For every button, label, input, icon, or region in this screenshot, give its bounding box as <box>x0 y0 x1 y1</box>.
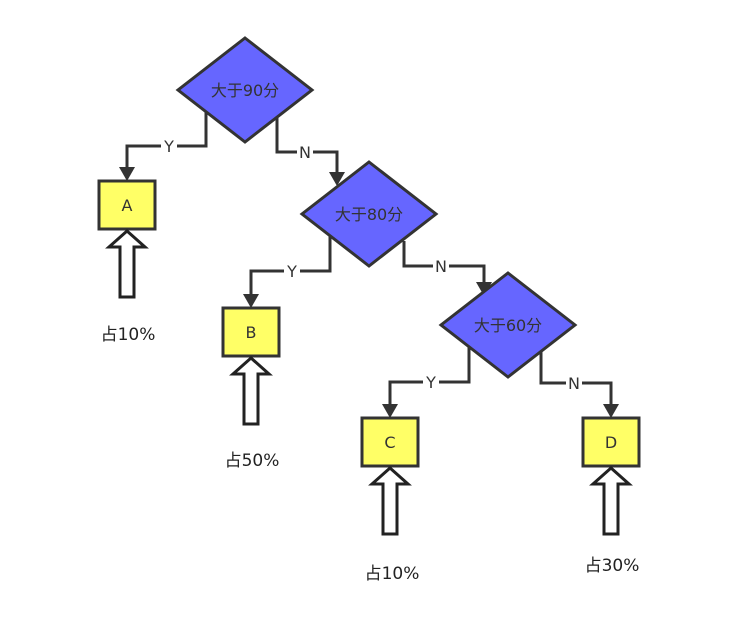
edge-label-d90-A: Y <box>163 137 174 156</box>
arrowhead <box>476 282 492 296</box>
edge-label-d90-d80: N <box>299 143 311 162</box>
arrowhead <box>119 167 135 181</box>
result-label: A <box>122 196 133 215</box>
decision-node-d60[interactable]: 大于60分 <box>438 271 578 379</box>
hollow-up-arrow-icon <box>105 228 149 299</box>
arrowhead <box>382 404 398 418</box>
decision-label: 大于60分 <box>474 316 542 335</box>
diamond-shape <box>299 160 439 268</box>
edge-d60-D: N <box>539 350 619 418</box>
edges-layer: Y N Y N Y N <box>119 112 619 418</box>
edge-label-d80-d60: N <box>435 257 447 276</box>
edge-label-background <box>161 136 177 156</box>
edge-label-background <box>433 256 449 276</box>
share-label-D: 占30% <box>585 556 640 576</box>
pointers-layer: 占10% 占50% 占10% 占30% <box>101 228 640 584</box>
result-box <box>581 416 641 468</box>
edge-label-background <box>297 142 313 162</box>
diamond-shape <box>438 271 578 379</box>
edge-d90-A: Y <box>119 112 208 181</box>
result-node-C[interactable]: C <box>360 416 420 468</box>
share-label-A: 占10% <box>101 325 156 345</box>
hollow-up-arrow-icon <box>368 465 412 536</box>
result-label: B <box>246 323 257 342</box>
share-label-C: 占10% <box>365 564 420 584</box>
decision-node-d90[interactable]: 大于90分 <box>175 36 315 144</box>
arrowhead <box>243 294 259 308</box>
decision-label: 大于90分 <box>211 81 279 100</box>
result-node-A[interactable]: A <box>97 179 157 231</box>
result-node-D[interactable]: D <box>581 416 641 468</box>
edge-d80-d60: N <box>402 241 492 296</box>
edge-d60-C: Y <box>382 347 471 418</box>
decision-node-d80[interactable]: 大于80分 <box>299 160 439 268</box>
edge-d80-B: Y <box>243 236 332 308</box>
edge-d90-d80: N <box>275 118 345 186</box>
arrowhead <box>329 172 345 186</box>
result-box <box>97 179 157 231</box>
result-label: D <box>605 433 617 452</box>
result-label: C <box>384 433 395 452</box>
edge-label-d80-B: Y <box>286 262 297 281</box>
edge-label-background <box>284 261 300 281</box>
hollow-up-arrow-icon <box>229 355 273 426</box>
diamond-shape <box>175 36 315 144</box>
edge-label-d60-D: N <box>568 374 580 393</box>
result-node-B[interactable]: B <box>221 306 281 358</box>
hollow-up-arrow-icon <box>589 465 633 536</box>
result-box <box>221 306 281 358</box>
edge-label-background <box>423 372 439 392</box>
edge-label-d60-C: Y <box>425 373 436 392</box>
share-label-B: 占50% <box>225 451 280 471</box>
arrowhead <box>603 404 619 418</box>
decision-label: 大于80分 <box>335 205 403 224</box>
edge-label-background <box>566 373 582 393</box>
